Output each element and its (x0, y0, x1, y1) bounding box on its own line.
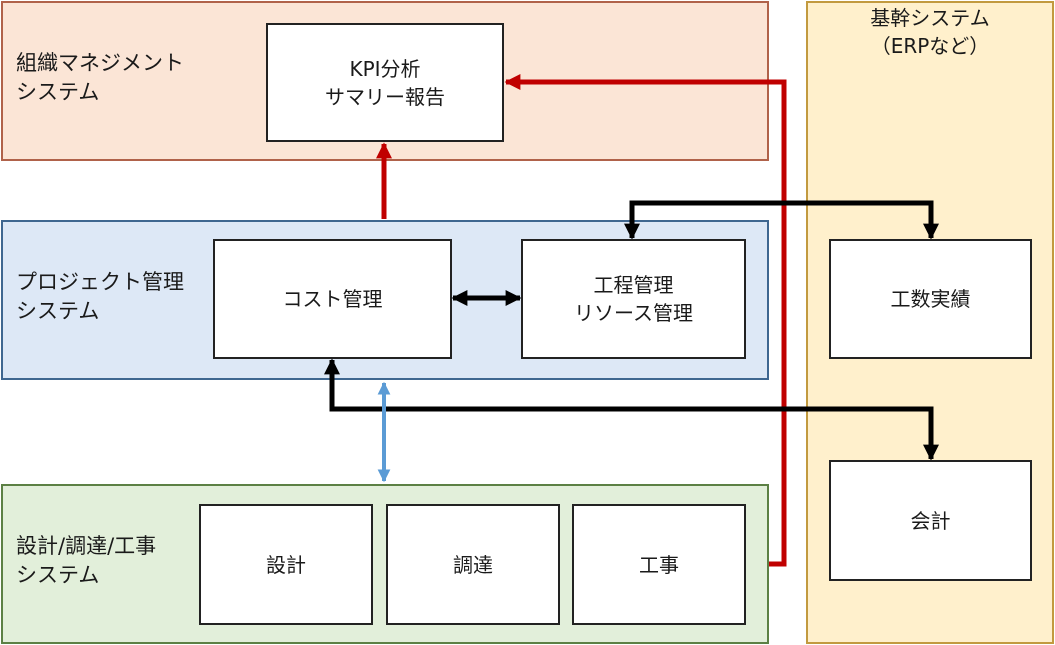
accounting-box: 会計 (829, 460, 1032, 581)
cost-management-box: コスト管理 (213, 239, 452, 359)
schedule-resource-box: 工程管理 リソース管理 (521, 239, 746, 359)
project-management-label: プロジェクト管理 システム (16, 270, 184, 323)
org-management-label: 組織マネジメント システム (16, 51, 184, 104)
arrow-construction-to-kpi (504, 73, 787, 567)
procurement-box: 調達 (386, 504, 560, 625)
kpi-summary-box: KPI分析 サマリー報告 (266, 23, 504, 142)
work-systems-label: 設計/調達/工事 システム (16, 534, 157, 587)
construction-box: 工事 (572, 504, 746, 625)
erp-label: 基幹システム （ERPなど） (870, 6, 990, 58)
manhours-box: 工数実績 (829, 239, 1032, 359)
arrow-cost-accounting (323, 358, 940, 461)
arrow-schedule-manhours (623, 200, 940, 240)
design-box: 設計 (199, 504, 373, 625)
